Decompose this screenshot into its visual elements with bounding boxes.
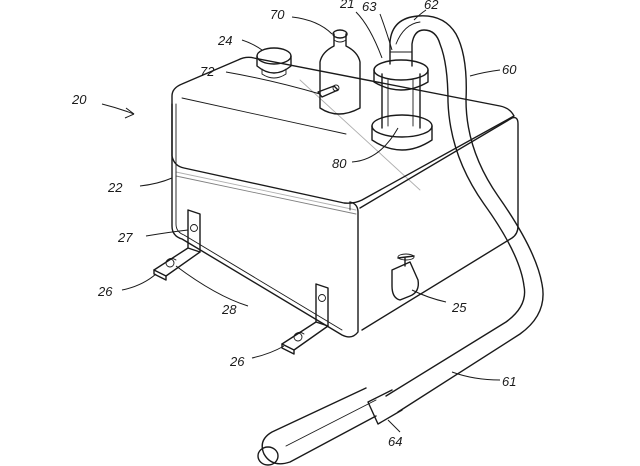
arrowhead-20: [124, 107, 135, 119]
label-26-right: 26: [229, 354, 245, 369]
pump-housing: [371, 59, 433, 151]
reference-numerals: 20 22 24 25 26 26 27 28 60 61 62 63 64 7…: [71, 0, 517, 449]
nozzle: [257, 387, 403, 466]
label-64: 64: [388, 434, 402, 449]
label-24: 24: [217, 33, 232, 48]
label-27: 27: [117, 230, 133, 245]
label-60: 60: [502, 62, 517, 77]
label-61: 61: [502, 374, 516, 389]
label-20: 20: [71, 92, 87, 107]
fill-cap: [256, 47, 292, 79]
leader-lines: [101, 9, 501, 433]
bracket-right: [281, 283, 329, 355]
label-80: 80: [332, 156, 347, 171]
label-26-left: 26: [97, 284, 113, 299]
bracket-left: [153, 209, 201, 281]
label-25: 25: [451, 300, 467, 315]
label-62: 62: [424, 0, 439, 12]
bottle: [317, 29, 361, 115]
label-22: 22: [107, 180, 123, 195]
label-21: 21: [339, 0, 354, 11]
label-28: 28: [221, 302, 237, 317]
label-70: 70: [270, 7, 285, 22]
spigot: [391, 253, 420, 301]
label-72: 72: [200, 64, 215, 79]
hose: [385, 15, 544, 413]
label-63: 63: [362, 0, 377, 14]
